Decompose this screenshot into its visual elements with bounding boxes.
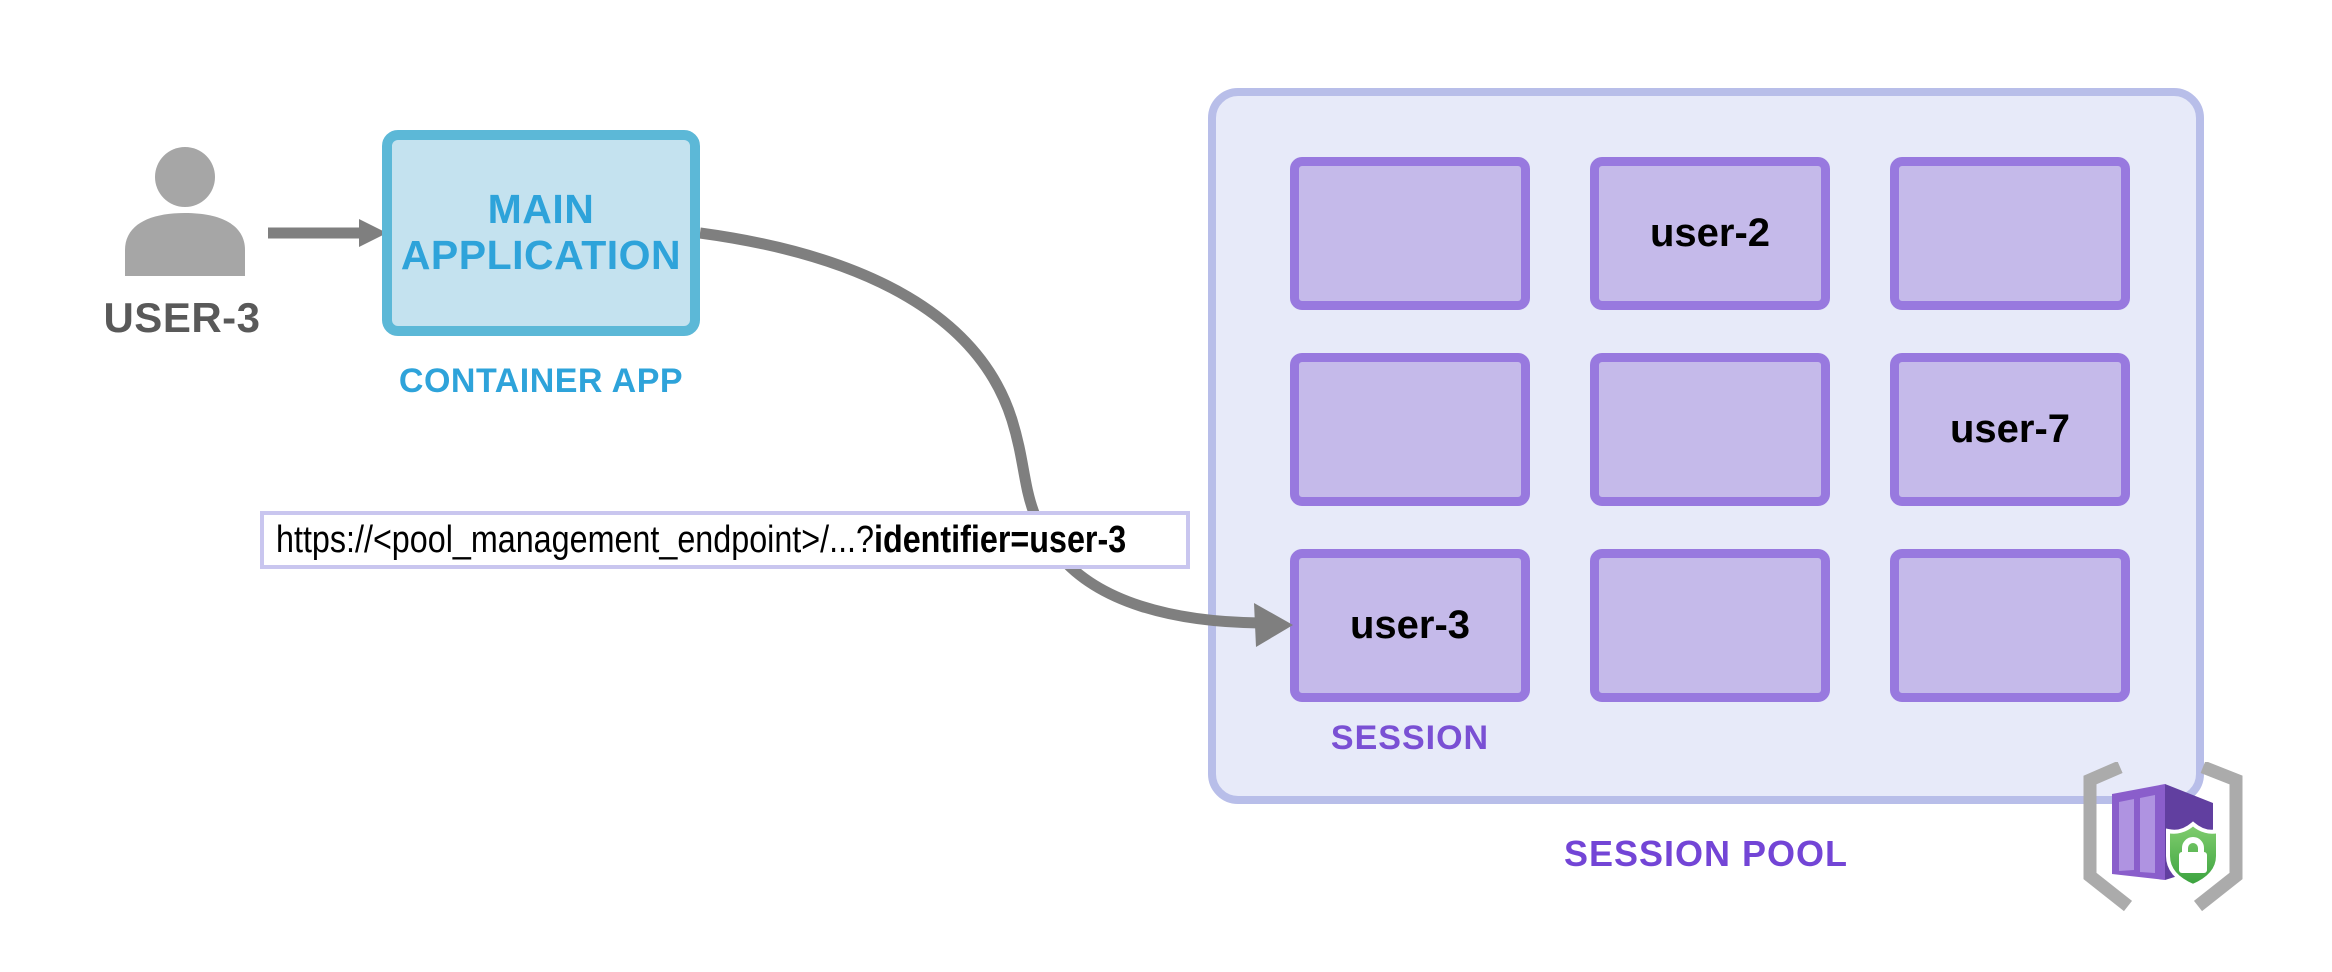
request-url-prefix: https://<pool_management_endpoint>/...? [276,518,875,561]
session-box [1290,353,1530,506]
session-box [1590,549,1830,702]
session-box [1590,353,1830,506]
session-box-user-2: user-2 [1590,157,1830,310]
request-url-box: https://<pool_management_endpoint>/...?i… [260,511,1190,569]
session-pool: user-2 user-7 user-3 [1208,88,2204,804]
session-box [1890,157,2130,310]
session-box-user-3: user-3 [1290,549,1530,702]
session-box-user-7: user-7 [1890,353,2130,506]
session-caption: SESSION [1330,719,1490,757]
main-application-title-line2: APPLICATION [400,232,682,278]
session-label: user-2 [1649,211,1771,255]
person-icon [125,147,245,276]
session-box [1290,157,1530,310]
main-application-title-line1: MAIN [487,186,595,233]
session-box [1890,549,2130,702]
user-label: USER-3 [103,294,261,341]
request-url-text: https://<pool_management_endpoint>/...?i… [276,519,1126,562]
container-app-caption: CONTAINER APP [398,362,684,400]
session-label: user-3 [1349,603,1471,647]
main-application-box: MAIN APPLICATION [382,130,700,336]
arrow-user-to-app-icon [268,219,387,247]
session-label: user-7 [1949,407,2071,451]
session-pool-caption: SESSION POOL [1563,833,1849,874]
request-url-identifier: identifier=user-3 [874,518,1127,561]
